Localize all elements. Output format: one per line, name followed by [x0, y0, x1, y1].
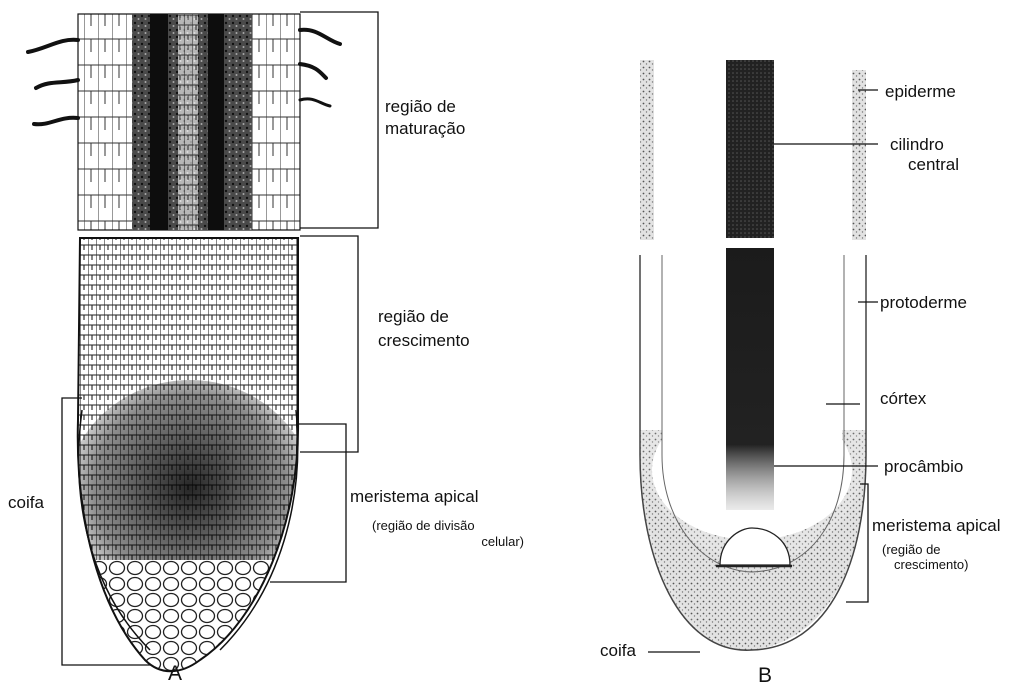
maturation-label-line2: maturação — [385, 119, 465, 138]
panel-b-illustration: epiderme cilindro central protoderme cór… — [600, 60, 1001, 687]
meristem-sub-label-b-line2: crescimento) — [894, 557, 968, 572]
cilindro-label-line2: central — [908, 155, 959, 174]
upper-section-drawing — [640, 60, 866, 240]
epiderme-label: epiderme — [885, 82, 956, 101]
growth-bracket — [300, 236, 358, 452]
lower-section-drawing — [630, 248, 880, 670]
maturation-zone-drawing — [28, 14, 340, 230]
coifa-label-b: coifa — [600, 641, 636, 660]
panel-a-illustration: região de maturação região de cresciment… — [8, 12, 524, 688]
maturation-label-line1: região de — [385, 97, 456, 116]
meristem-label-a: meristema apical — [350, 487, 479, 506]
procambio-label: procâmbio — [884, 457, 963, 476]
panel-a-letter: A — [168, 662, 182, 685]
cortex-label: córtex — [880, 389, 927, 408]
meristem-label-b: meristema apical — [872, 516, 1001, 535]
meristem-sub-label-a-line1: (região de divisão — [372, 518, 475, 533]
coifa-label-a: coifa — [8, 493, 44, 512]
growth-meristem-drawing — [65, 236, 315, 688]
growth-label-line2: crescimento — [378, 331, 470, 350]
protoderme-label: protoderme — [880, 293, 967, 312]
meristem-sub-label-b-line1: (região de — [882, 542, 941, 557]
growth-label-line1: região de — [378, 307, 449, 326]
cilindro-label-line1: cilindro — [890, 135, 944, 154]
meristem-sub-label-a-line2: celular) — [481, 534, 524, 549]
panel-b-letter: B — [758, 664, 772, 687]
